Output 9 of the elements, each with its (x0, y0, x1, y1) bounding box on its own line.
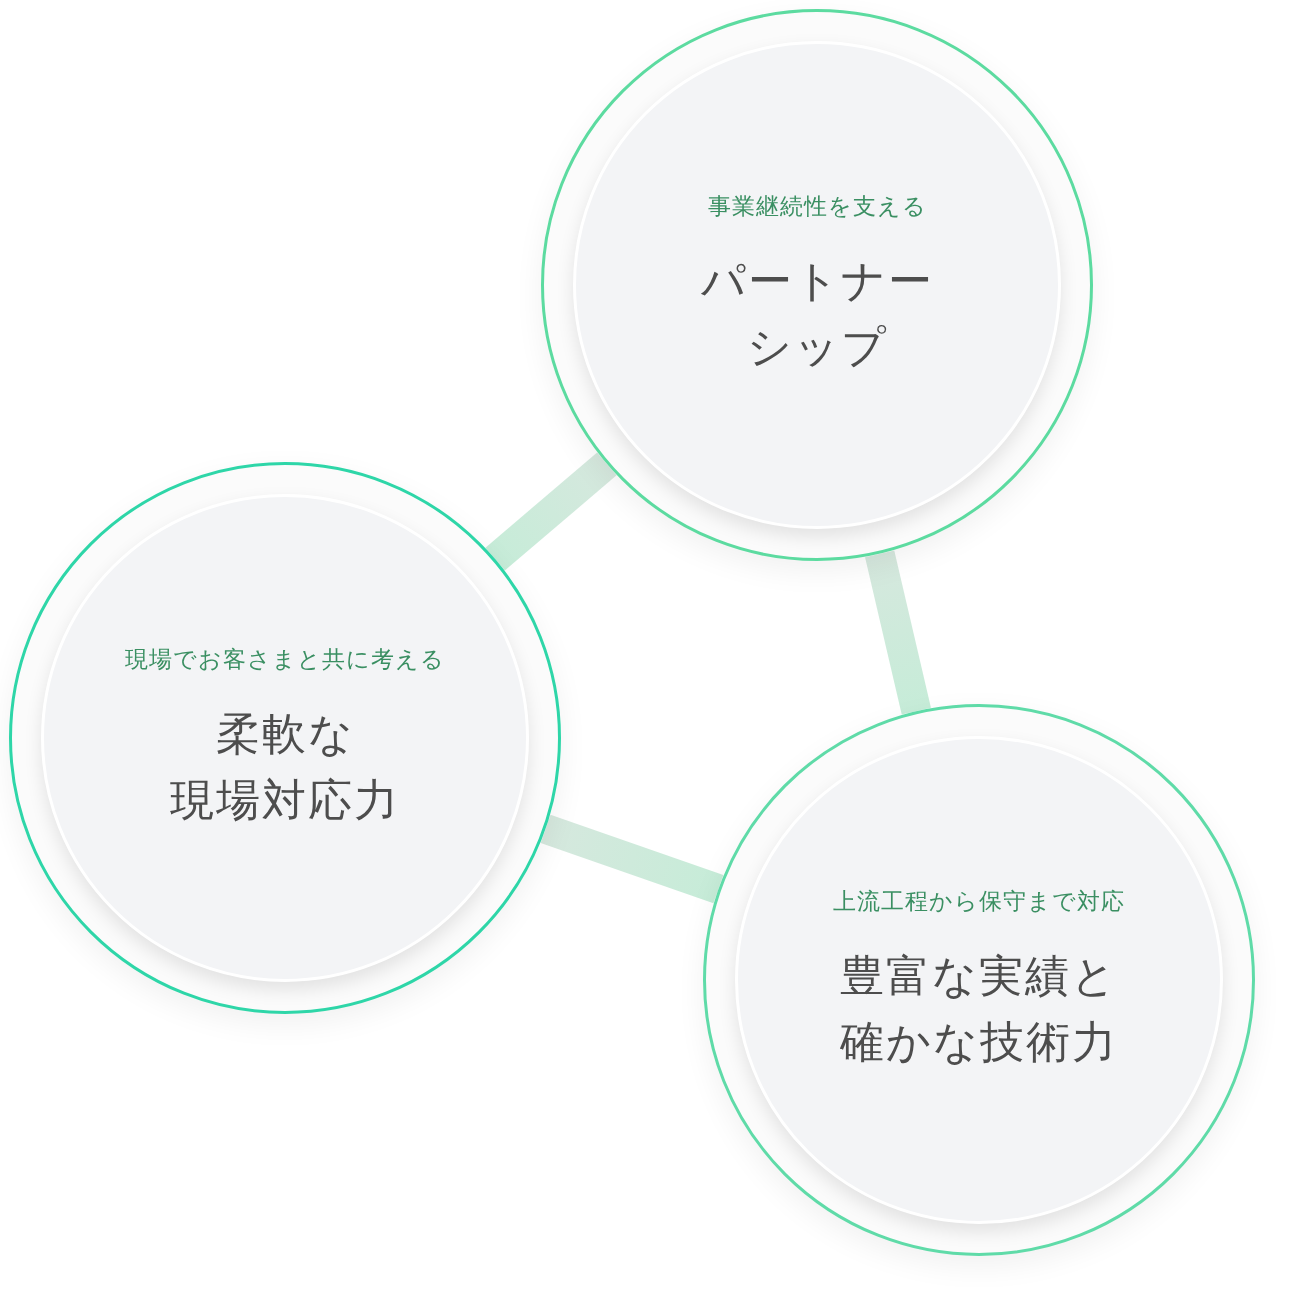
circle-title: 柔軟な現場対応力 (170, 706, 400, 827)
circle-title: 豊富な実績と確かな技術力 (840, 948, 1118, 1069)
connector-band (485, 452, 617, 571)
subtitle: 現場でお客さまと共に考える (125, 644, 445, 674)
circle-title: パートナーシップ (700, 253, 934, 374)
subtitle: 事業継続性を支える (707, 191, 927, 221)
subtitle: 上流工程から保守まで対応 (833, 886, 1125, 916)
connector-band (865, 550, 931, 715)
connector-band (540, 814, 724, 904)
